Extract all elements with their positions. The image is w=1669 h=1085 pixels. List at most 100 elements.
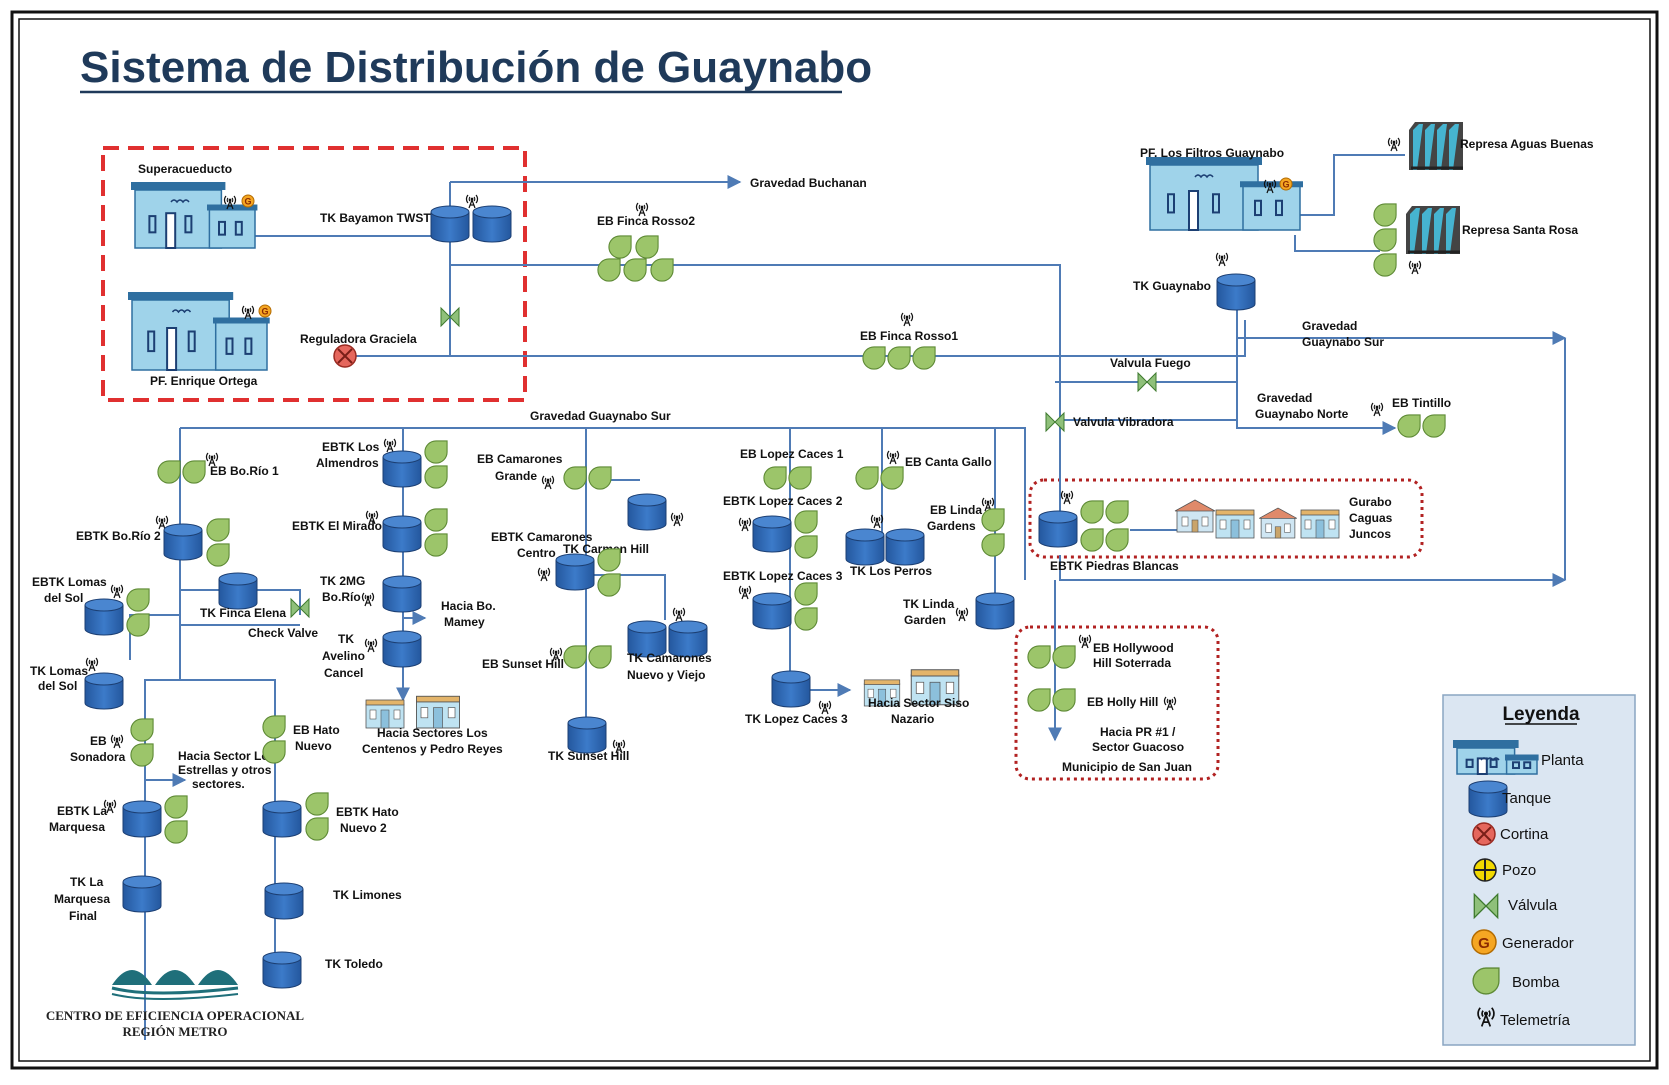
pump-icon: [588, 466, 612, 490]
red-dashed-box: [101, 146, 527, 402]
dotted-box-san-juan: [1014, 625, 1220, 781]
tank-guaynabo: [1216, 273, 1256, 311]
pump-icon: [130, 743, 154, 767]
pump-icon: [862, 346, 886, 370]
pump-icon: [262, 740, 286, 764]
dam-aguas-buenas: [1407, 120, 1465, 172]
label-labels-tk-limones: TK Limones: [333, 888, 402, 902]
tank-los-perros-b: [885, 528, 925, 566]
label-labels-ebtk-camarones-centro-2: Centro: [517, 546, 556, 560]
legend-planta: Planta: [1541, 752, 1584, 769]
generator-icon: [1279, 177, 1293, 191]
label-labels-ebtk-el-mirador: EBTK El Mirador: [292, 519, 387, 533]
label-labels-reguladora-graciela: Reguladora Graciela: [300, 332, 417, 346]
plant-window: [1512, 761, 1520, 770]
building-icon: [1215, 509, 1255, 539]
generator-letter: G: [244, 197, 251, 207]
pump-icon: [206, 518, 230, 542]
label-labels-tk-la-marquesa-1: TK La: [70, 875, 104, 889]
telemetry-icon: [1408, 260, 1422, 275]
pump-icon: [887, 346, 911, 370]
plant-door: [1188, 190, 1199, 231]
label-labels-ebtk-lomas-1: EBTK Lomas: [32, 575, 107, 589]
telemetry-icon: [541, 475, 555, 490]
pump-icon: [597, 258, 621, 282]
label-labels-juncos: Juncos: [1349, 527, 1391, 541]
label-labels-gurabo: Gurabo: [1349, 495, 1392, 509]
logo-line-1: CENTRO DE EFICIENCIA OPERACIONAL: [46, 1008, 305, 1023]
plant-window: [1167, 193, 1175, 214]
pump-icon: [1397, 414, 1421, 438]
telemetry-icon: [670, 512, 684, 527]
label-labels-eb-hollywood-2: Hill Soterrada: [1093, 656, 1171, 670]
label-labels-tk-finca-elena: TK Finca Elena: [200, 606, 286, 620]
telemetry-icon: [1060, 490, 1074, 505]
label-labels-represa-santa-rosa: Represa Santa Rosa: [1462, 223, 1578, 237]
tank-camarones-small: [627, 493, 667, 531]
label-labels-eb-finca-rosso2: EB Finca Rosso2: [597, 214, 695, 228]
tank-hato-nuevo-2: [262, 800, 302, 838]
label-labels-tk-toledo: TK Toledo: [325, 957, 383, 971]
label-labels-eb-camarones-grande-1: EB Camarones: [477, 452, 563, 466]
legend-tanque: Tanque: [1502, 790, 1551, 807]
pipe-line: [348, 320, 1246, 357]
tank-la-marquesa: [122, 800, 162, 838]
generator-letter: G: [1282, 180, 1289, 190]
pipe-line: [180, 427, 1026, 580]
pump-icon: [130, 718, 154, 742]
telemetry-icon: [738, 585, 752, 600]
label-labels-eb-tintillo: EB Tintillo: [1392, 396, 1451, 410]
telemetry-icon: [1163, 696, 1177, 711]
label-labels-ebtk-camarones-centro-1: EBTK Camarones: [491, 530, 593, 544]
tank-linda-garden: [975, 592, 1015, 630]
label-labels-gravedad-guaynabo-sur: Gravedad Guaynabo Sur: [530, 409, 671, 423]
pump-icon: [424, 440, 448, 464]
pump-icon: [563, 645, 587, 669]
telemetry-icon: [383, 438, 397, 453]
legend-cortina: Cortina: [1500, 826, 1549, 843]
telemetry-icon: [955, 607, 969, 622]
logo-wave-line: [111, 993, 239, 1000]
tank-bayamon-b: [472, 205, 512, 243]
pump-icon: [305, 792, 329, 816]
telemetry-icon: [738, 517, 752, 532]
pipe-line: [129, 614, 180, 660]
tank-lopez-caces-3: [771, 670, 811, 708]
label-labels-gravedad-guaynabo-norte-2: Guaynabo Norte: [1255, 407, 1349, 421]
plant-door: [1476, 757, 1488, 776]
pump-icon: [794, 510, 818, 534]
pump-icon: [1373, 228, 1397, 252]
plant-door: [165, 212, 177, 249]
plant-window: [218, 220, 226, 236]
pump-icon: [1052, 645, 1076, 669]
pump-icon: [1422, 414, 1446, 438]
legend-bomba: Bomba: [1512, 974, 1560, 991]
label-labels-eb-sunset-hill: EB Sunset Hill: [482, 657, 564, 671]
telemetry-icon: [672, 607, 686, 622]
pump-icon: [794, 607, 818, 631]
label-labels-eb-hollywood-1: EB Hollywood: [1093, 641, 1174, 655]
building-icon: [1300, 509, 1340, 539]
pump-icon: [157, 460, 181, 484]
tank-toledo: [262, 951, 302, 989]
pump-icon: [880, 466, 904, 490]
label-labels-tk-2mg-2: Bo.Río: [322, 590, 361, 604]
plant-window: [234, 220, 243, 236]
tank-avelino-cancel: [382, 630, 422, 668]
label-labels-gravedad-guaynabo-norte-1: Gravedad: [1257, 391, 1312, 405]
tank-la-marquesa-final: [122, 875, 162, 913]
label-labels-tk-linda-garden-1: TK Linda: [903, 597, 955, 611]
label-labels-ebtk-lopez-caces-3: EBTK Lopez Caces 3: [723, 569, 843, 583]
label-labels-tk-2mg-1: TK 2MG: [320, 574, 365, 588]
inner-frame: [18, 18, 1651, 1062]
legend-telemetria: Telemetría: [1500, 1012, 1571, 1029]
legend-generator-letter: G: [1478, 935, 1490, 952]
plant-roof: [131, 182, 226, 190]
telemetry-icon: [1215, 252, 1229, 267]
pump-icon: [1052, 688, 1076, 712]
pump-icon: [912, 346, 936, 370]
pipe-line: [1300, 154, 1405, 216]
legend-valvula: Válvula: [1508, 897, 1558, 914]
pump-icon: [1105, 500, 1129, 524]
